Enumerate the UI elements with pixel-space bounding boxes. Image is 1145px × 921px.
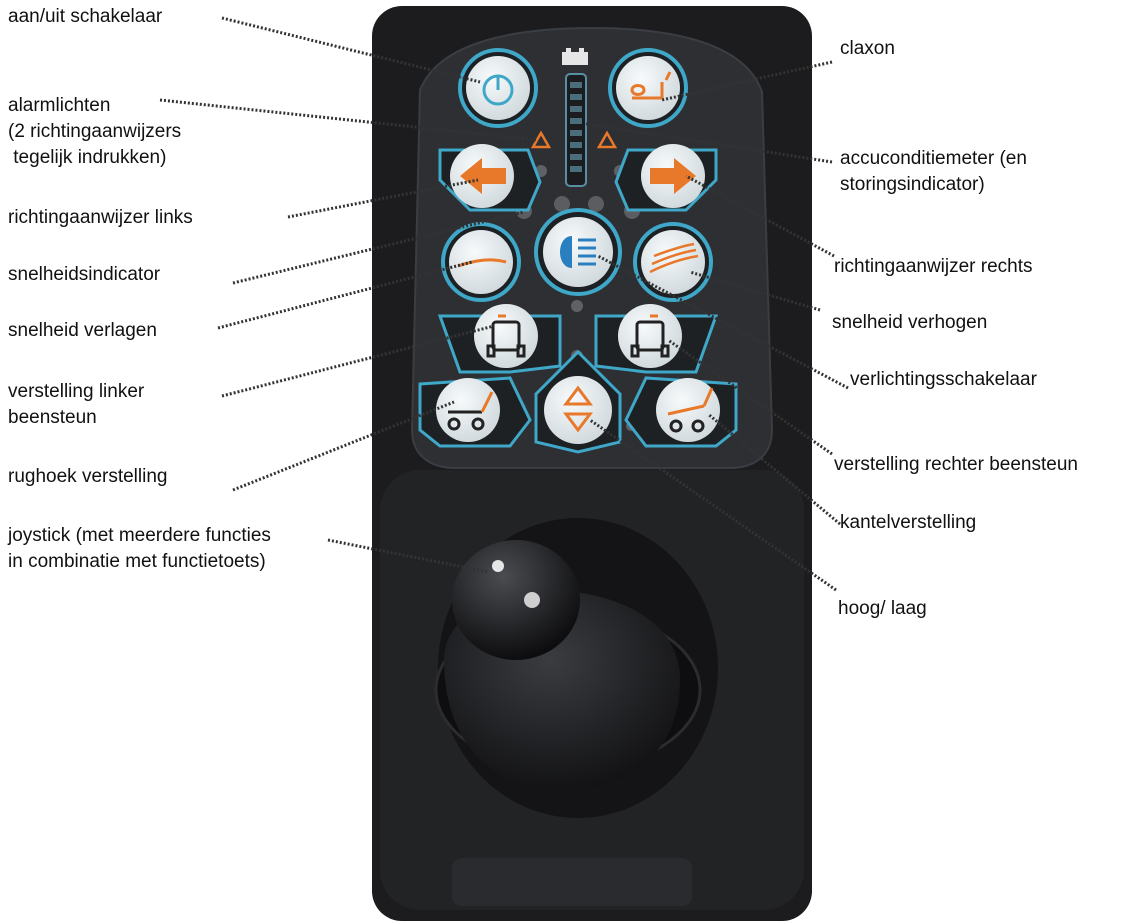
label-joystick: joystick (met meerdere functies in combi… [8,523,271,575]
label-back-angle: rughoek verstelling [8,464,167,490]
knob-highlight [492,560,504,572]
label-battery: accuconditiemeter (en storingsindicator) [840,146,1027,198]
label-lights: verlichtingsschakelaar [850,367,1037,393]
tilt-button[interactable] [626,378,736,446]
backrest-button[interactable] [420,378,530,446]
label-speed-down: snelheid verlagen [8,318,157,344]
label-left-turn: richtingaanwijzer links [8,205,193,231]
knob-highlight [524,592,540,608]
lights-button[interactable] [536,210,620,294]
horn-button[interactable] [610,50,686,126]
label-speed-indicator: snelheidsindicator [8,262,160,288]
label-speed-up: snelheid verhogen [832,310,987,336]
speed-up-button[interactable] [635,224,711,300]
label-right-leg: verstelling rechter beensteun [834,452,1078,478]
device-grip [452,858,692,906]
label-hazard: alarmlichten (2 richtingaanwijzers tegel… [8,93,181,171]
label-right-turn: richtingaanwijzer rechts [834,254,1033,280]
label-tilt: kantelverstelling [840,510,976,536]
label-horn: claxon [840,36,895,62]
label-power: aan/uit schakelaar [8,4,162,30]
joystick-knob[interactable] [452,540,580,660]
label-height: hoog/ laag [838,596,927,622]
label-left-leg: verstelling linker beensteun [8,379,144,431]
speed-down-button[interactable] [443,224,519,300]
joystick[interactable] [436,518,718,818]
power-button[interactable] [460,50,536,126]
